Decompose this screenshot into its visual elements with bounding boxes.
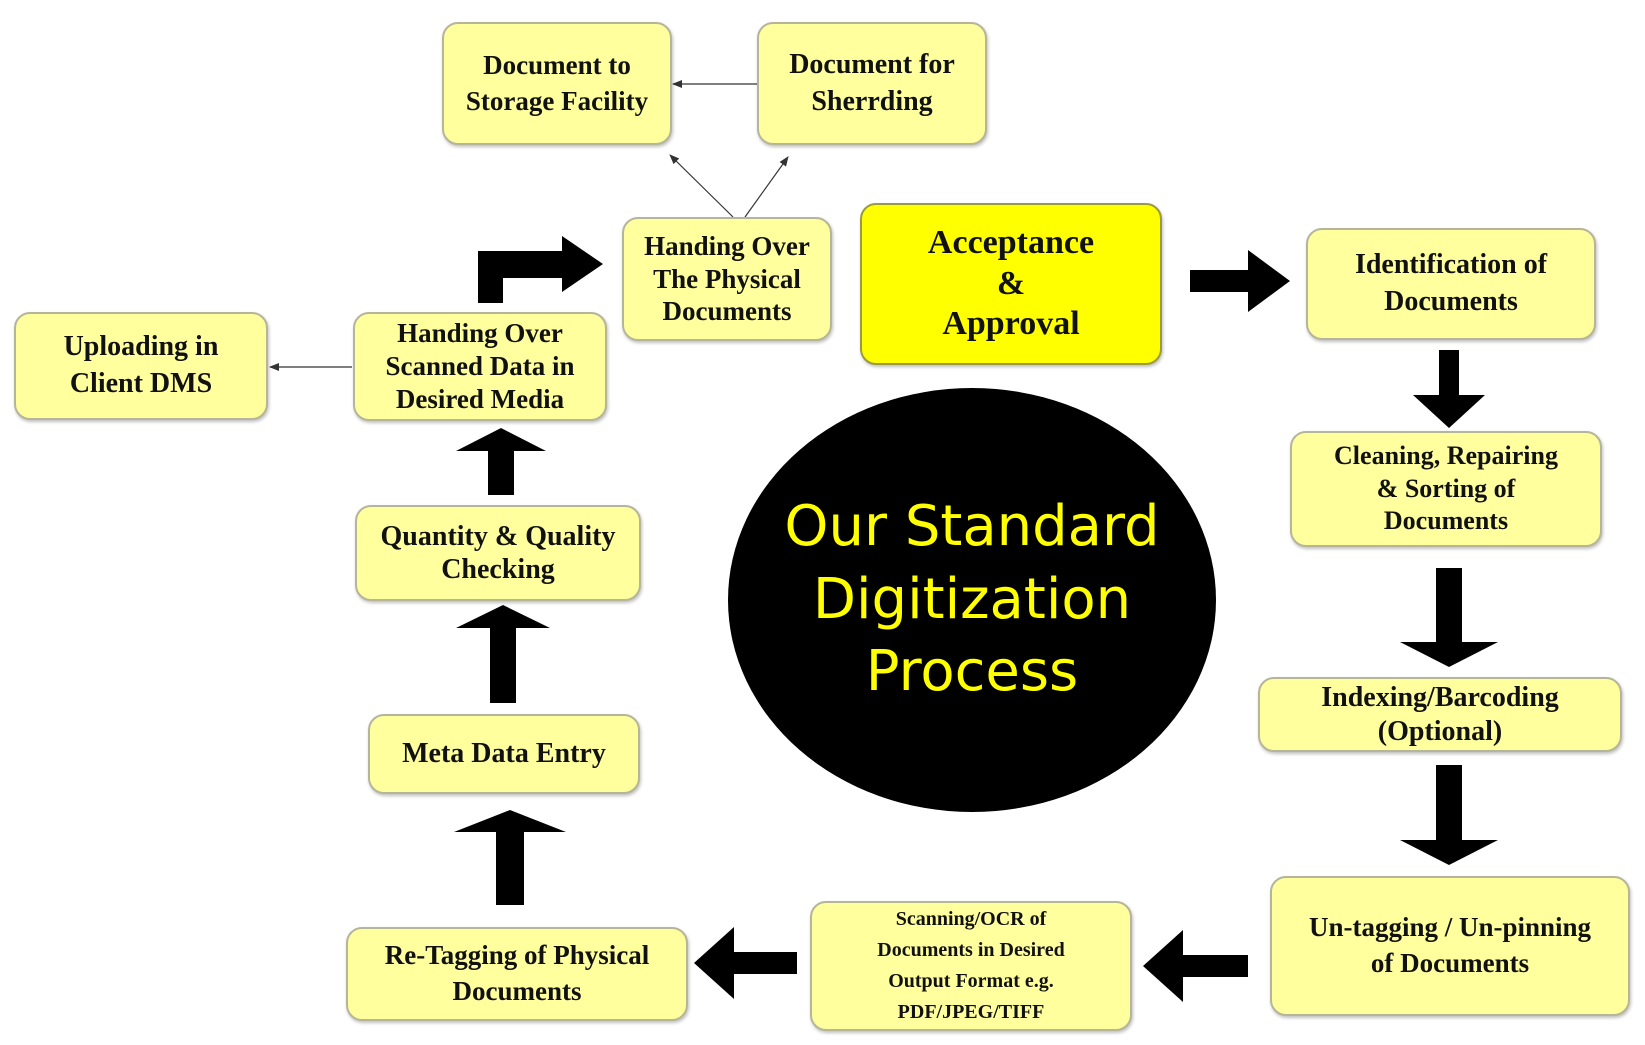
step-line: Indexing/Barcoding: [1321, 681, 1559, 713]
step-line: Output Format e.g.: [888, 970, 1054, 992]
step-scanning: Scanning/OCR of Documents in Desired Out…: [810, 901, 1132, 1031]
step-line: Cleaning, Repairing: [1334, 440, 1558, 470]
step-identification: Identification of Documents: [1306, 228, 1596, 340]
step-acceptance-approval: Acceptance & Approval: [860, 203, 1162, 365]
step-line: Sherrding: [811, 85, 933, 117]
step-line: (Optional): [1377, 715, 1503, 747]
step-line: Un-tagging / Un-pinning: [1308, 912, 1592, 943]
arrow-scanning-to-retagging: [694, 927, 797, 999]
step-line: Desired Media: [395, 383, 565, 414]
arrow-physical-to-shredding: [744, 156, 789, 218]
step-line: PDF/JPEG/TIFF: [897, 1001, 1045, 1023]
step-line: Handing Over: [397, 318, 563, 349]
step-handover-scanned: Handing Over Scanned Data in Desired Med…: [353, 312, 607, 421]
arrow-cleaning-to-indexing: [1400, 568, 1498, 667]
step-line: Identification of: [1354, 249, 1548, 281]
step-line: Scanning/OCR of: [895, 908, 1047, 930]
step-retagging: Re-Tagging of Physical Documents: [346, 927, 688, 1021]
step-line: Scanned Data in: [385, 351, 575, 382]
step-line: Handing Over: [644, 230, 810, 261]
step-line: Storage Facility: [465, 85, 649, 116]
step-storage: Document to Storage Facility: [442, 22, 672, 145]
step-untagging: Un-tagging / Un-pinning of Documents: [1270, 876, 1630, 1016]
step-handover-physical: Handing Over The Physical Documents: [622, 217, 832, 341]
arrow-approval-to-identification: [1190, 250, 1290, 312]
arrow-metadata-to-quality: [456, 605, 550, 703]
arrow-quality-to-handover-scanned: [456, 428, 546, 495]
step-cleaning: Cleaning, Repairing & Sorting of Documen…: [1290, 431, 1602, 547]
step-line: Document for: [789, 48, 955, 80]
step-line: Documents: [662, 296, 792, 327]
step-quality: Quantity & Quality Checking: [355, 505, 641, 601]
step-line: Approval: [942, 305, 1080, 343]
step-indexing: Indexing/Barcoding (Optional): [1258, 677, 1622, 752]
step-line: Documents: [1384, 286, 1518, 317]
step-line: Uploading in: [63, 331, 219, 363]
step-line: of Documents: [1370, 948, 1530, 978]
step-line: &: [996, 264, 1026, 302]
step-line: Checking: [441, 554, 555, 585]
arrow-physical-to-storage: [669, 154, 734, 218]
step-uploading: Uploading in Client DMS: [14, 312, 268, 420]
arrow-retagging-to-metadata: [454, 810, 566, 905]
step-line: Acceptance: [927, 223, 1095, 261]
arrow-indexing-to-untagging: [1400, 765, 1498, 865]
step-line: The Physical: [653, 263, 801, 294]
step-metadata: Meta Data Entry: [368, 714, 640, 794]
step-line: & Sorting of: [1376, 473, 1516, 503]
step-line: Document to: [483, 49, 631, 80]
step-line: Quantity & Quality: [380, 520, 616, 552]
center-title: Our Standard Digitization Process: [784, 493, 1160, 705]
step-shredding: Document for Sherrding: [757, 22, 987, 145]
step-line: Meta Data Entry: [402, 737, 606, 769]
step-line: Re-Tagging of Physical: [384, 940, 650, 971]
step-line: Client DMS: [69, 368, 213, 399]
step-line: Documents: [452, 976, 582, 1006]
arrow-untagging-to-scanning: [1143, 930, 1248, 1002]
arrow-identification-to-cleaning: [1413, 350, 1485, 428]
center-circle: Our Standard Digitization Process: [728, 388, 1216, 812]
step-line: Documents: [1383, 506, 1509, 536]
step-line: Documents in Desired: [877, 939, 1065, 961]
arrow-handover-scanned-to-physical: [478, 236, 603, 303]
